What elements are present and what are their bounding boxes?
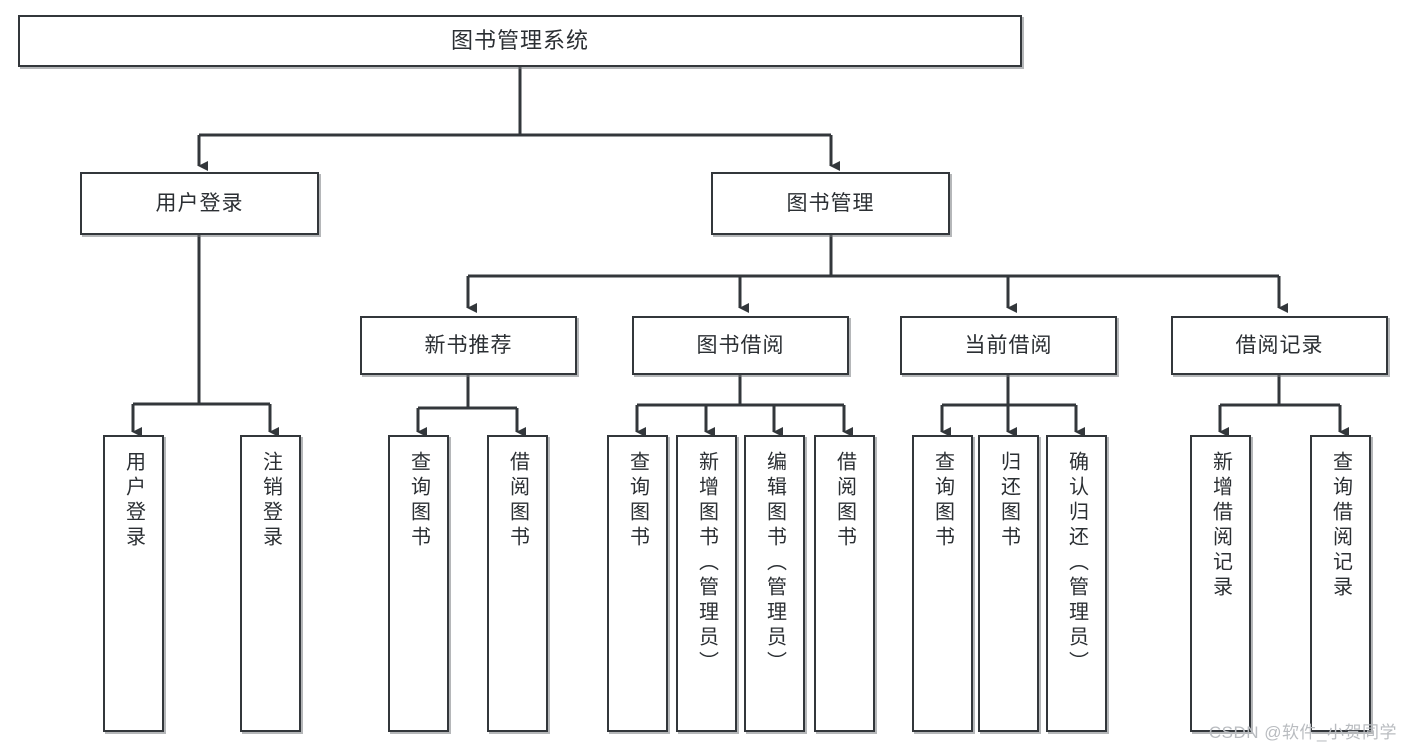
node-current-borrow[interactable]: 当前借阅 bbox=[900, 316, 1117, 375]
node-leaf-query-record[interactable]: 查询借阅记录 bbox=[1310, 435, 1371, 732]
node-leaf-return-book[interactable]: 归还图书 bbox=[978, 435, 1039, 732]
node-book-manage-label: 图书管理 bbox=[786, 191, 875, 215]
node-borrow-record[interactable]: 借阅记录 bbox=[1171, 316, 1388, 375]
node-leaf-query-book-2[interactable]: 查询图书 bbox=[607, 435, 668, 732]
node-book-borrow-label: 图书借阅 bbox=[696, 333, 785, 357]
node-leaf-user-login[interactable]: 用户登录 bbox=[103, 435, 164, 732]
node-user-login[interactable]: 用户登录 bbox=[80, 172, 319, 235]
node-leaf-edit-book-label: 编辑图书（管理员） bbox=[763, 451, 786, 676]
node-root[interactable]: 图书管理系统 bbox=[18, 15, 1022, 67]
node-leaf-add-book[interactable]: 新增图书（管理员） bbox=[676, 435, 737, 732]
node-leaf-borrow-book-2[interactable]: 借阅图书 bbox=[814, 435, 875, 732]
node-leaf-logout-login[interactable]: 注销登录 bbox=[240, 435, 301, 732]
node-leaf-user-login-label: 用户登录 bbox=[122, 451, 145, 551]
node-book-manage[interactable]: 图书管理 bbox=[711, 172, 950, 235]
node-leaf-return-book-label: 归还图书 bbox=[997, 451, 1020, 551]
node-leaf-query-record-label: 查询借阅记录 bbox=[1329, 451, 1352, 601]
node-new-book-rec-label: 新书推荐 bbox=[424, 333, 513, 357]
node-user-login-label: 用户登录 bbox=[155, 191, 244, 215]
node-leaf-confirm-return[interactable]: 确认归还（管理员） bbox=[1046, 435, 1107, 732]
watermark: CSDN @软件_小贺同学 bbox=[1208, 723, 1397, 742]
node-borrow-record-label: 借阅记录 bbox=[1235, 333, 1324, 357]
node-leaf-query-book-3[interactable]: 查询图书 bbox=[912, 435, 973, 732]
node-leaf-borrow-book-1[interactable]: 借阅图书 bbox=[487, 435, 548, 732]
node-leaf-confirm-return-label: 确认归还（管理员） bbox=[1065, 451, 1088, 676]
node-leaf-edit-book[interactable]: 编辑图书（管理员） bbox=[744, 435, 805, 732]
node-leaf-add-record-label: 新增借阅记录 bbox=[1209, 451, 1232, 601]
node-book-borrow[interactable]: 图书借阅 bbox=[632, 316, 849, 375]
node-leaf-borrow-book-1-label: 借阅图书 bbox=[506, 451, 529, 551]
node-leaf-query-book-3-label: 查询图书 bbox=[931, 451, 954, 551]
node-leaf-add-book-label: 新增图书（管理员） bbox=[695, 451, 718, 676]
node-new-book-rec[interactable]: 新书推荐 bbox=[360, 316, 577, 375]
node-current-borrow-label: 当前借阅 bbox=[964, 333, 1053, 357]
node-leaf-add-record[interactable]: 新增借阅记录 bbox=[1190, 435, 1251, 732]
node-leaf-query-book-2-label: 查询图书 bbox=[626, 451, 649, 551]
node-root-label: 图书管理系统 bbox=[450, 27, 589, 53]
node-leaf-query-book-1-label: 查询图书 bbox=[407, 451, 430, 551]
node-leaf-query-book-1[interactable]: 查询图书 bbox=[388, 435, 449, 732]
node-leaf-borrow-book-2-label: 借阅图书 bbox=[833, 451, 856, 551]
node-leaf-logout-login-label: 注销登录 bbox=[259, 451, 282, 551]
